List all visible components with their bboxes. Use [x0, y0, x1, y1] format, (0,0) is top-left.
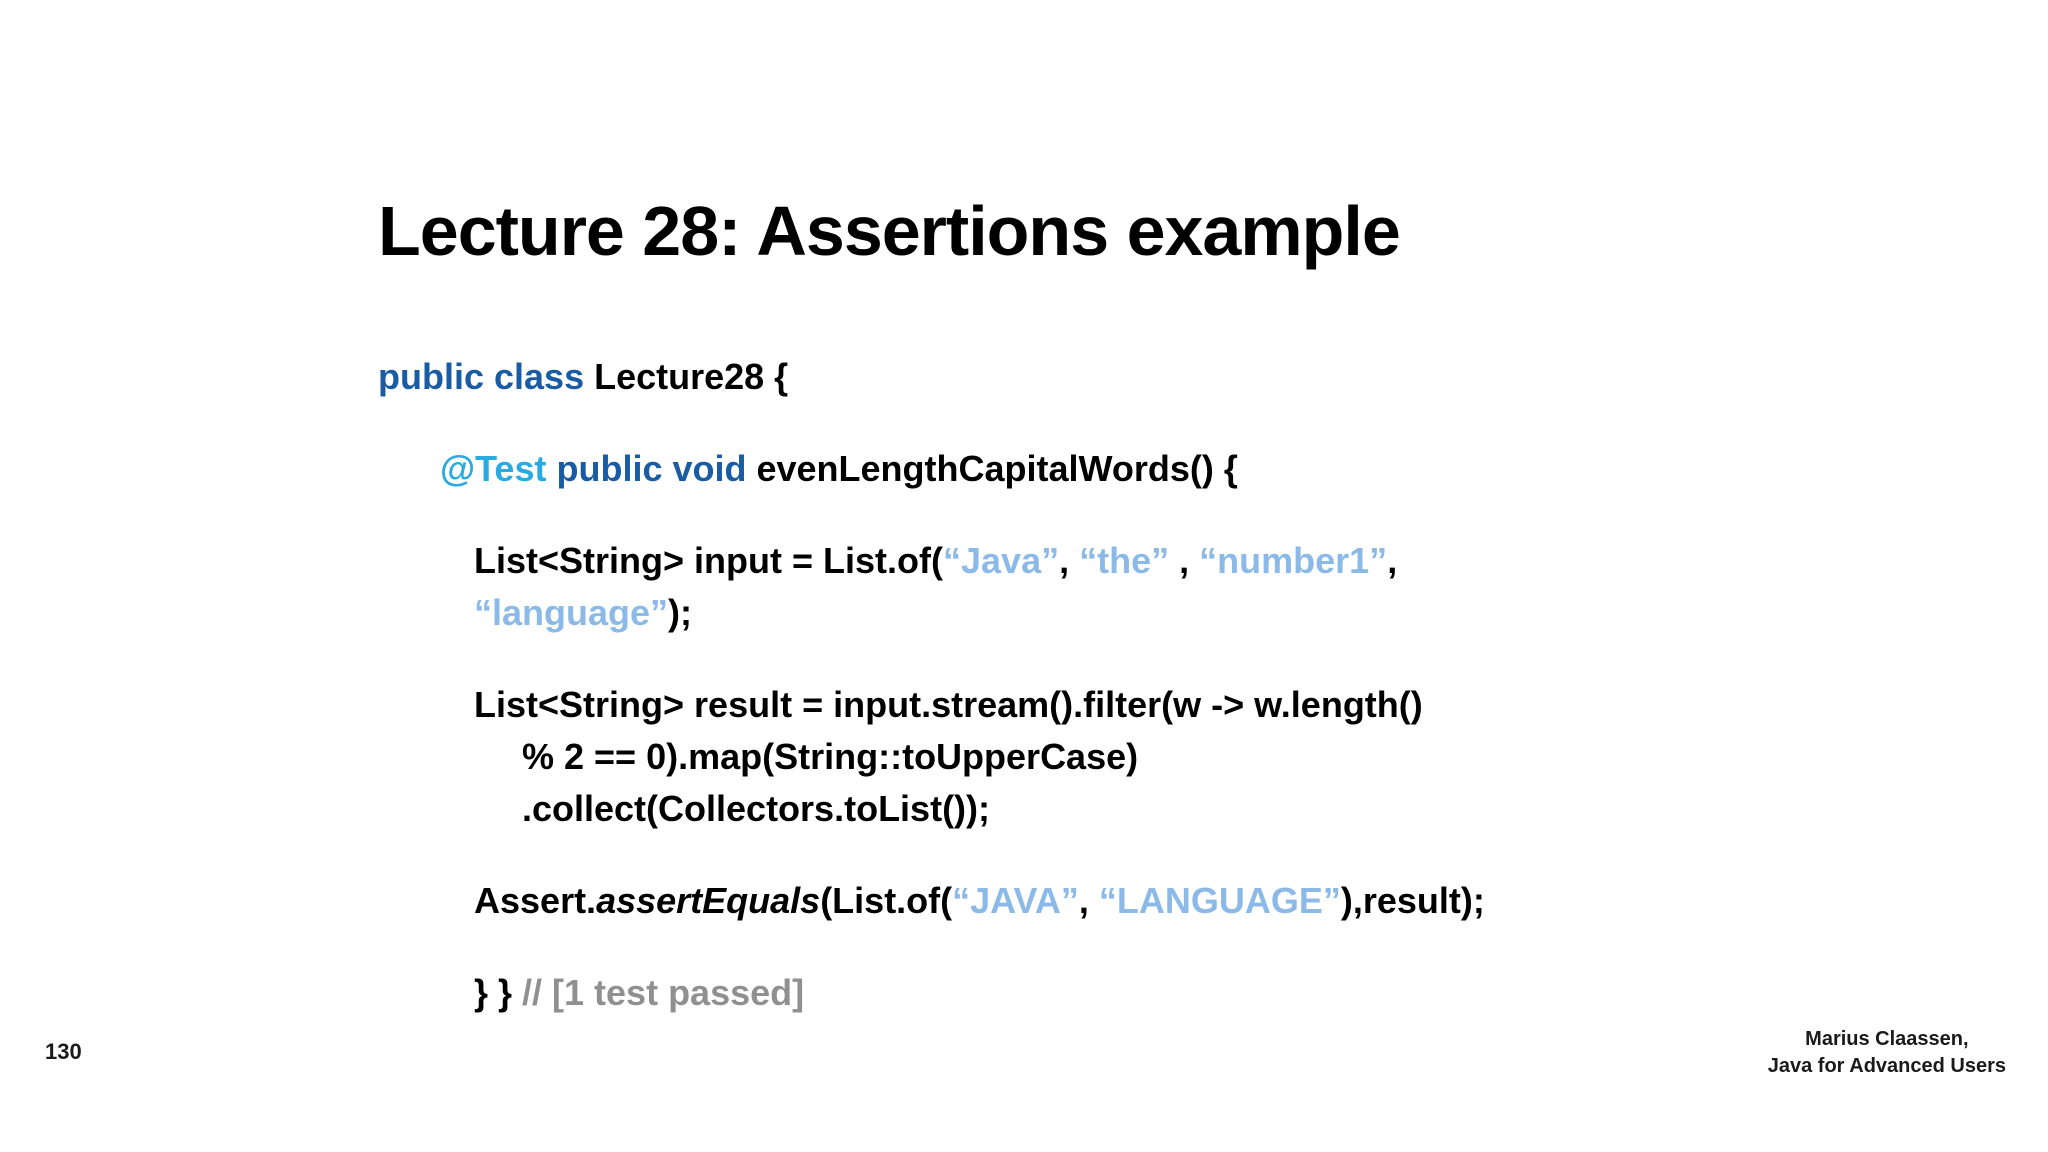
code-token-italic: assertEquals — [596, 880, 821, 921]
code-line: List<String> result = input.stream().fil… — [378, 679, 1485, 731]
code-token-plain: % 2 == 0).map(String::toUpperCase) — [522, 736, 1139, 777]
code-token-comment: // [1 test passed] — [522, 972, 805, 1013]
code-token-string: “language” — [474, 592, 669, 633]
code-token-plain: } } — [474, 972, 523, 1013]
code-line: .collect(Collectors.toList()); — [378, 783, 1485, 835]
code-line: @Test public void evenLengthCapitalWords… — [378, 443, 1485, 495]
slide-title: Lecture 28: Assertions example — [378, 191, 1401, 270]
code-token-plain: ),result); — [1340, 880, 1485, 921]
code-token-plain: , — [1059, 540, 1080, 581]
code-line: % 2 == 0).map(String::toUpperCase) — [378, 731, 1485, 783]
code-token-plain: evenLengthCapitalWords() { — [746, 448, 1238, 489]
code-token-plain: List<String> input = List.of( — [474, 540, 944, 581]
code-token-plain: (List.of( — [820, 880, 953, 921]
code-line: Assert.assertEquals(List.of(“JAVA”, “LAN… — [378, 875, 1485, 927]
code-token-string: “the” — [1079, 540, 1170, 581]
code-token-plain: , — [1387, 540, 1398, 581]
credit-course: Java for Advanced Users — [1767, 1055, 2006, 1077]
code-token-string: “number1” — [1199, 540, 1388, 581]
code-line: } } // [1 test passed] — [378, 967, 1485, 1019]
code-token-plain: .collect(Collectors.toList()); — [522, 788, 991, 829]
code-token-plain — [546, 448, 556, 489]
code-line: List<String> input = List.of(“Java”, “th… — [378, 535, 1485, 587]
code-token-string: “JAVA” — [952, 880, 1079, 921]
credit-block: Marius Claassen, Java for Advanced Users — [1768, 1026, 2006, 1080]
code-token-plain: Lecture28 { — [584, 356, 789, 397]
code-token-annotation: @Test — [440, 448, 547, 489]
code-token-plain: , — [1078, 880, 1099, 921]
code-token-string: “Java” — [943, 540, 1060, 581]
code-token-keyword: public class — [378, 356, 585, 397]
code-token-keyword: public void — [556, 448, 747, 489]
code-token-string: “LANGUAGE” — [1098, 880, 1341, 921]
code-token-plain: List<String> result = input.stream().fil… — [474, 684, 1423, 725]
code-token-plain: , — [1169, 540, 1200, 581]
code-line: “language”); — [378, 587, 1485, 639]
code-token-plain: Assert. — [474, 880, 597, 921]
code-line: public class Lecture28 { — [378, 351, 1485, 403]
credit-author: Marius Claassen, — [1805, 1028, 1969, 1050]
code-token-plain: ); — [668, 592, 693, 633]
code-block: public class Lecture28 { @Test public voi… — [378, 351, 1485, 1019]
page-number: 130 — [45, 1039, 82, 1064]
